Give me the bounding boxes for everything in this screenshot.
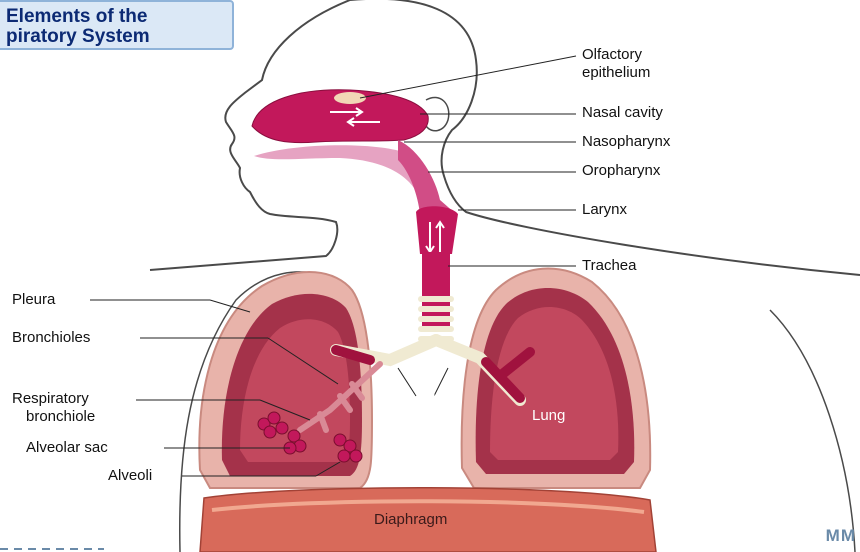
label-bronchi: Bronchi [393,391,444,408]
label-respiratory-line2: bronchiole [26,408,95,426]
publisher-logo: MM [826,526,856,546]
larynx [416,206,458,254]
title-box: Elements of the piratory System [0,0,234,50]
label-respiratory-line1: Respiratory [12,390,89,408]
title-line-1: Elements of the [6,6,147,28]
label-alveolar-sac: Alveolar sac [26,439,108,457]
label-lung: Lung [532,407,565,424]
label-oropharynx: Oropharynx [582,162,660,180]
label-diaphragm: Diaphragm [374,511,447,528]
label-olfactory-line2: epithelium [582,64,650,82]
label-trachea: Trachea [582,257,636,275]
label-bronchioles: Bronchioles [12,329,90,347]
label-olfactory-line1: Olfactory [582,46,642,64]
title-line-2: piratory System [6,26,150,48]
label-larynx: Larynx [582,201,627,219]
label-nasopharynx: Nasopharynx [582,133,670,151]
chest-right [770,310,855,552]
label-alveoli: Alveoli [108,467,152,485]
label-nasal-cavity: Nasal cavity [582,104,663,122]
label-pleura: Pleura [12,291,55,309]
